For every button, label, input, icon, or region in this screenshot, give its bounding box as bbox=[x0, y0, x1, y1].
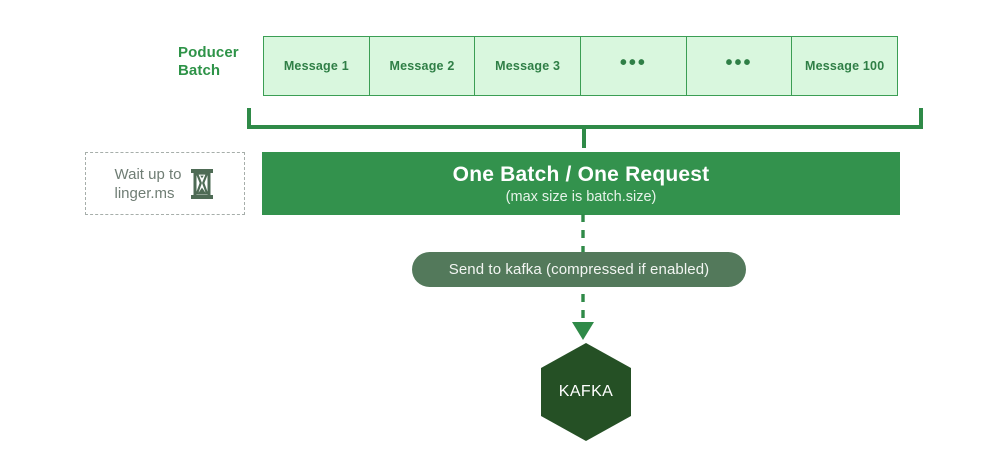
producer-batch-label: Poducer Batch bbox=[178, 44, 239, 79]
message-cell: Message 2 bbox=[370, 37, 476, 95]
send-to-kafka-pill: Send to kafka (compressed if enabled) bbox=[412, 252, 746, 287]
producer-batch-message-strip: Message 1 Message 2 Message 3 ••• ••• Me… bbox=[263, 36, 898, 96]
linger-ms-label: Wait up to linger.ms bbox=[114, 165, 182, 202]
batch-bar-title: One Batch / One Request bbox=[452, 162, 710, 186]
batch-bracket-connector bbox=[247, 108, 923, 148]
linger-ms-box: Wait up to linger.ms bbox=[85, 152, 245, 215]
hourglass-icon bbox=[191, 168, 214, 199]
message-cell-ellipsis: ••• bbox=[581, 37, 687, 95]
batch-bar-subtitle: (max size is batch.size) bbox=[505, 188, 657, 205]
message-cell: Message 100 bbox=[805, 59, 885, 73]
one-batch-one-request-bar: One Batch / One Request (max size is bat… bbox=[262, 152, 900, 215]
message-cell-ellipsis: ••• bbox=[687, 37, 793, 95]
message-cell: Message 3 bbox=[475, 37, 582, 95]
kafka-hexagon bbox=[541, 343, 631, 441]
message-cell: Message 1 bbox=[264, 37, 370, 95]
